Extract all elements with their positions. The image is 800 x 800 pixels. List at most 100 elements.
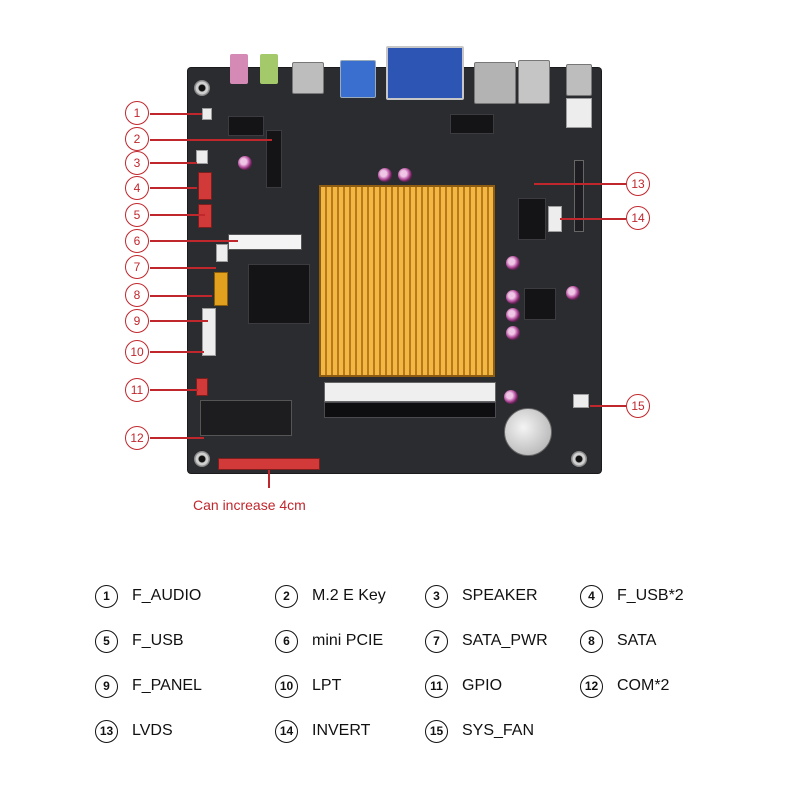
legend-item: 7 SATA_PWR (425, 629, 580, 653)
callout-leader (150, 267, 216, 269)
capacitor (504, 390, 518, 404)
chip (248, 264, 310, 324)
legend-label: INVERT (312, 722, 371, 739)
legend-item: 13 LVDS (95, 719, 275, 743)
callout-leader (560, 218, 626, 220)
callout-leader (150, 113, 202, 115)
m2-e-key-slot (266, 130, 282, 188)
atx-power-connector (566, 98, 592, 128)
legend-number: 15 (425, 719, 448, 743)
legend-item: 15 SYS_FAN (425, 719, 580, 743)
dc-jack (566, 64, 592, 96)
callout-3: 3 (125, 151, 149, 175)
legend-number: 9 (95, 674, 118, 698)
legend-number: 2 (275, 584, 298, 608)
callout-leader (150, 295, 212, 297)
legend-label: COM*2 (617, 677, 670, 694)
callout-leader (150, 187, 197, 189)
legend-label: SPEAKER (462, 587, 538, 604)
capacitor (506, 308, 520, 322)
legend-number: 13 (95, 719, 118, 743)
legend-item: 14 INVERT (275, 719, 425, 743)
chip (518, 198, 546, 240)
capacitor (238, 156, 252, 170)
callout-leader (150, 351, 204, 353)
legend-number: 8 (580, 629, 603, 653)
f-panel-header (202, 308, 216, 356)
note-tick (268, 470, 270, 488)
callout-leader (534, 183, 626, 185)
f-usb-header (198, 204, 212, 228)
motherboard-photo (188, 46, 601, 473)
sodimm-slot (324, 382, 496, 402)
callout-8: 8 (125, 283, 149, 307)
legend-label: LPT (312, 677, 342, 694)
legend-number: 14 (275, 719, 298, 743)
sata-header (214, 272, 228, 306)
callout-2: 2 (125, 127, 149, 151)
hdmi-port (292, 62, 324, 94)
vga-port (386, 46, 464, 100)
audio-jack-pink (230, 54, 248, 84)
callout-leader (150, 240, 238, 242)
capacitor (506, 326, 520, 340)
usb-port (518, 60, 550, 104)
lpt-header (218, 458, 320, 470)
mount-hole (194, 80, 210, 96)
legend-number: 12 (580, 674, 603, 698)
legend-number: 10 (275, 674, 298, 698)
extension-note: Can increase 4cm (193, 497, 306, 513)
callout-15: 15 (626, 394, 650, 418)
legend-number: 5 (95, 629, 118, 653)
com-header (200, 400, 292, 436)
legend-label: LVDS (132, 722, 173, 739)
chip (228, 116, 264, 136)
callout-11: 11 (125, 378, 149, 402)
callout-1: 1 (125, 101, 149, 125)
legend-label: SYS_FAN (462, 722, 535, 739)
sys-fan-header (573, 394, 589, 408)
callout-4: 4 (125, 176, 149, 200)
callout-leader (150, 389, 198, 391)
chip (450, 114, 494, 134)
legend-label: SATA_PWR (462, 632, 548, 649)
callout-7: 7 (125, 255, 149, 279)
callout-10: 10 (125, 340, 149, 364)
legend-number: 7 (425, 629, 448, 653)
capacitor (566, 286, 580, 300)
callout-14: 14 (626, 206, 650, 230)
capacitor (398, 168, 412, 182)
mount-hole (571, 451, 587, 467)
capacitor (506, 290, 520, 304)
lvds-header (574, 160, 584, 232)
legend-item: 3 SPEAKER (425, 584, 580, 608)
usb3-port (340, 60, 376, 98)
chip (524, 288, 556, 320)
legend-number: 1 (95, 584, 118, 608)
legend-label: F_AUDIO (132, 587, 202, 604)
mini-pcie-slot (228, 234, 302, 250)
lan-port (474, 62, 516, 104)
legend-item: 1 F_AUDIO (95, 584, 275, 608)
legend-number: 3 (425, 584, 448, 608)
cmos-battery (504, 408, 552, 456)
legend-label: M.2 E Key (312, 587, 386, 604)
callout-13: 13 (626, 172, 650, 196)
capacitor (506, 256, 520, 270)
legend-item: 10 LPT (275, 674, 425, 698)
callout-leader (150, 162, 197, 164)
legend-label: GPIO (462, 677, 503, 694)
callout-leader (150, 320, 208, 322)
sata-pwr-header (216, 244, 228, 262)
legend-label: SATA (617, 632, 657, 649)
legend-item: 12 COM*2 (580, 674, 715, 698)
callout-5: 5 (125, 203, 149, 227)
legend-number: 6 (275, 629, 298, 653)
gpio-header (196, 378, 208, 396)
legend-label: mini PCIE (312, 632, 384, 649)
